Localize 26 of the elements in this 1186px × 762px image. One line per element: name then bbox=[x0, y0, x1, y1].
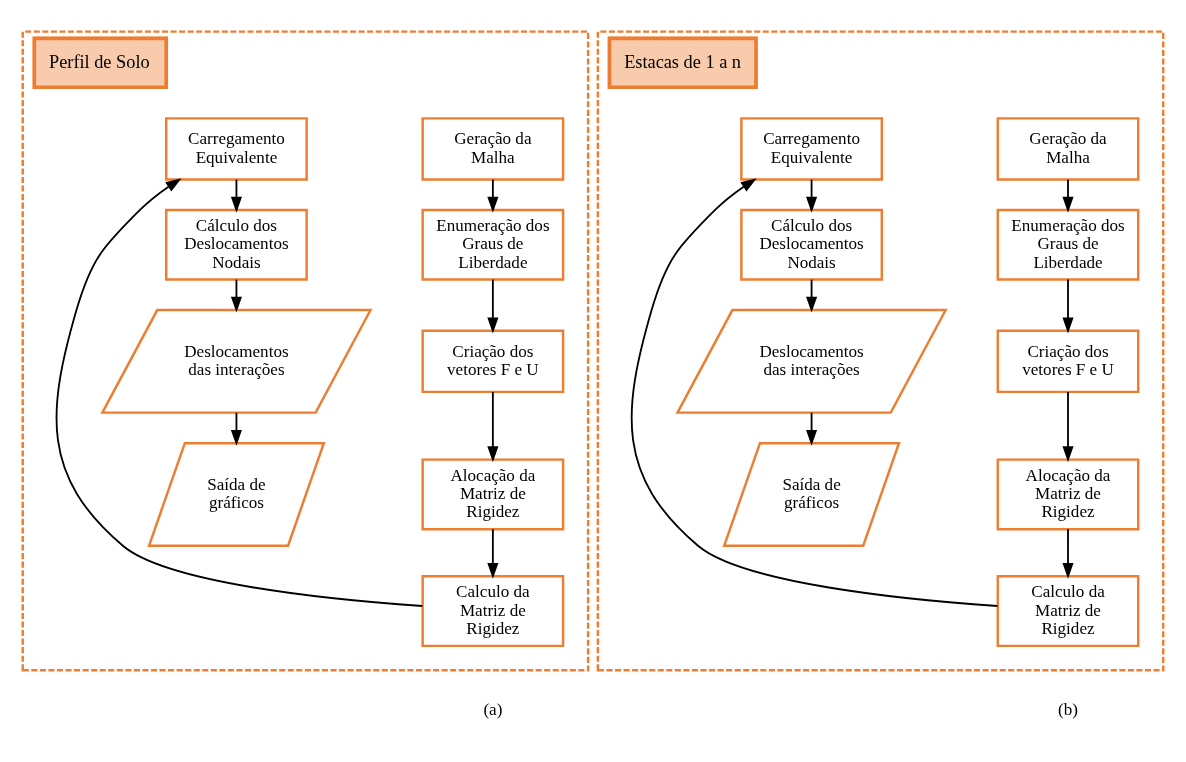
arrow bbox=[1062, 178, 1074, 213]
arrow bbox=[1062, 278, 1074, 333]
arrow bbox=[1062, 390, 1074, 462]
label: (a) bbox=[483, 699, 503, 719]
arrow bbox=[230, 411, 242, 446]
node-box: Geração da Malha bbox=[996, 116, 1140, 181]
arrow bbox=[487, 278, 499, 333]
arrow bbox=[487, 390, 499, 462]
node-box: Calculo da Matriz de Rigidez bbox=[996, 574, 1140, 647]
node-box: Alocação da Matriz de Rigidez bbox=[996, 457, 1140, 530]
node-box: Carregamento Equivalente bbox=[740, 116, 883, 181]
node-box: Cálculo dos Deslocamentos Nodais bbox=[740, 208, 883, 281]
label: (b) bbox=[1058, 699, 1078, 719]
arrow bbox=[487, 178, 499, 213]
node-box: Enumeração dos Graus de Liberdade bbox=[421, 208, 565, 281]
arrow bbox=[806, 411, 818, 446]
node-box: Geração da Malha bbox=[421, 116, 565, 181]
node-box: Calculo da Matriz de Rigidez bbox=[421, 574, 565, 647]
node-box: Enumeração dos Graus de Liberdade bbox=[996, 208, 1140, 281]
node-box: Criação dos vetores F e U bbox=[996, 329, 1140, 393]
arrow bbox=[487, 527, 499, 579]
node-box: Criação dos vetores F e U bbox=[421, 329, 565, 393]
arrow bbox=[1062, 527, 1074, 579]
node-box: Cálculo dos Deslocamentos Nodais bbox=[165, 208, 308, 281]
node-box: Alocação da Matriz de Rigidez bbox=[421, 457, 565, 530]
node-box: Carregamento Equivalente bbox=[165, 116, 308, 181]
